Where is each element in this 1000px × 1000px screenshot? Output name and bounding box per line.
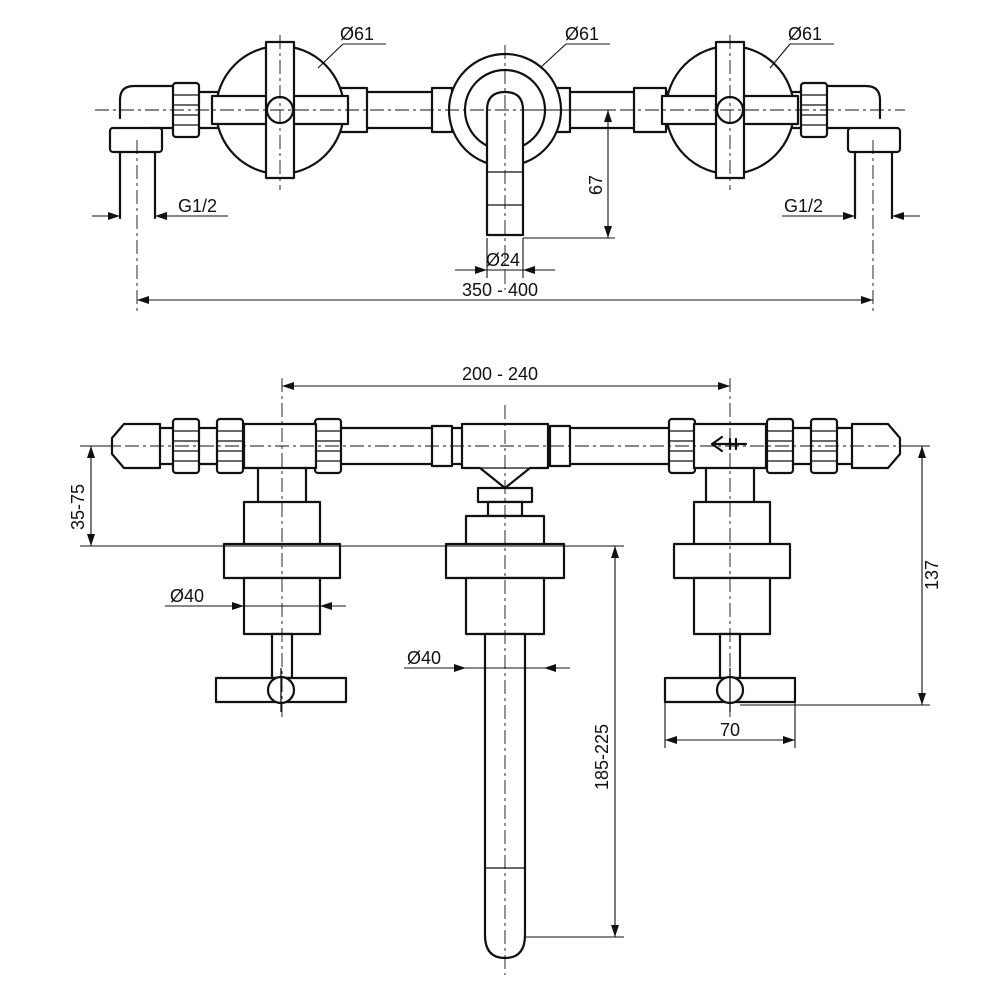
label-handle-spacing: 200 - 240 [462, 364, 538, 384]
label-spout-dia-front: Ø40 [407, 648, 441, 668]
top-right-inlet [820, 84, 902, 220]
label-inlet-centers: 350 - 400 [462, 280, 538, 300]
label-dia-handle-right: Ø61 [788, 24, 822, 44]
label-dia-handle-left: Ø61 [340, 24, 374, 44]
front-labels: 200 - 240 35-75 Ø40 Ø40 185-225 137 70 [68, 364, 942, 790]
front-valve-left [214, 466, 348, 714]
label-spout-length: 185-225 [592, 724, 612, 790]
label-spout-dia-top: Ø24 [486, 250, 520, 270]
front-view: 200 - 240 35-75 Ø40 Ø40 185-225 137 70 [68, 364, 942, 975]
label-dia-spout-flange: Ø61 [565, 24, 599, 44]
label-thread-left: G1/2 [178, 196, 217, 216]
label-spout-depth: 67 [586, 175, 606, 195]
top-dimensions [92, 43, 920, 304]
label-handle-width: 70 [720, 720, 740, 740]
top-view: Ø61 Ø61 Ø61 G1/2 G1/2 67 Ø24 350 - 400 [92, 24, 920, 312]
label-handle-body-dia: Ø40 [170, 586, 204, 606]
front-dimensions [80, 382, 930, 938]
top-left-inlet [108, 84, 180, 220]
label-wall-depth: 35-75 [68, 484, 88, 530]
label-thread-right: G1/2 [784, 196, 823, 216]
label-height: 137 [922, 560, 942, 590]
top-labels: Ø61 Ø61 Ø61 G1/2 G1/2 67 Ø24 350 - 400 [178, 24, 823, 300]
